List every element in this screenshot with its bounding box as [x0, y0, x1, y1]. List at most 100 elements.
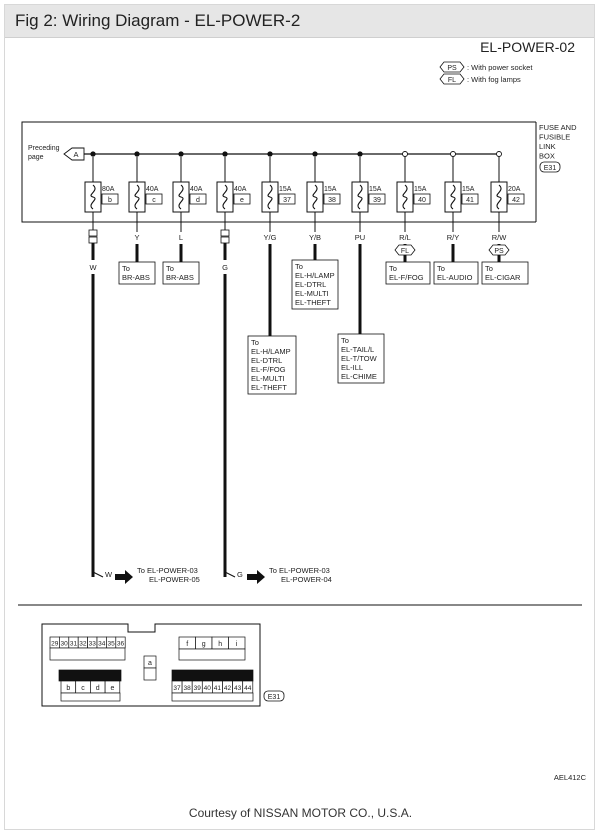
dest-box-y	[118, 261, 156, 285]
bus-junction	[402, 151, 408, 157]
noop	[92, 571, 104, 578]
connector-blank-row	[49, 647, 126, 661]
dest-box-yb-text: EL-H/LAMP	[295, 271, 335, 280]
reference-code: AEL412C	[554, 773, 587, 782]
dest-box-yg-text: EL-H/LAMP	[251, 347, 291, 356]
fuse-rating: 20A	[508, 186, 521, 193]
connector-cell-middle-blank	[143, 667, 157, 681]
connector-cell-label: c	[81, 685, 85, 692]
bus-junction	[496, 151, 502, 157]
dest-box-yb	[291, 259, 339, 310]
dest-box-pu-text: EL-CHIME	[341, 372, 377, 381]
connector-outline	[41, 623, 261, 707]
fuse-id-box	[413, 193, 431, 205]
fusible-link-mark	[88, 229, 98, 237]
connector-cell-label: a	[148, 660, 152, 667]
fuse-id-box	[323, 193, 341, 205]
connector-cell-label: d	[96, 685, 100, 692]
dest-box-rw	[481, 261, 529, 285]
connector-black-bar	[171, 669, 254, 682]
connector-blank-row	[178, 648, 246, 661]
fuse-rating: 15A	[324, 186, 337, 193]
connector-cell-label: 43	[234, 685, 242, 692]
connector-cell-label: f	[186, 641, 188, 648]
figure-title-bar: Fig 2: Wiring Diagram - EL-POWER-2	[5, 5, 594, 38]
fuse-rating: 40A	[146, 186, 159, 193]
fuse-id: 42	[512, 197, 520, 204]
connector-blank-row	[171, 692, 254, 702]
dest-box-l	[162, 261, 200, 285]
connector-cell-label: 44	[244, 685, 252, 692]
fuse-id-box	[101, 193, 119, 205]
fusible-link-mark	[220, 229, 230, 237]
fuse-rating: 80A	[102, 186, 115, 193]
dest-box-ry-text: To	[437, 264, 445, 273]
dest-box-yg-text: EL-THEFT	[251, 383, 287, 392]
fuse-element	[357, 184, 363, 210]
wire-label: R/L	[399, 233, 411, 242]
fuse-id-box	[278, 193, 296, 205]
preceding-connector-label: A	[73, 150, 78, 159]
connector-cell-label: 32	[79, 641, 87, 648]
fuse-element	[402, 184, 408, 210]
wire-label: PU	[355, 233, 365, 242]
dest-box-y-text: BR-ABS	[122, 273, 150, 282]
dest-box-pu-text: EL-TAIL/L	[341, 345, 374, 354]
connector-cell-label: 31	[70, 641, 78, 648]
connector-cell-label: 38	[183, 685, 191, 692]
fuse-id: 41	[466, 197, 474, 204]
fusible-link-mark	[220, 236, 230, 244]
connector-cell-label: 35	[107, 641, 115, 648]
fuse-element	[312, 184, 318, 210]
dest-box-ry	[433, 261, 479, 285]
fuse-element	[496, 184, 502, 210]
arrow-wire-label: G	[237, 570, 243, 579]
wire-label: Y	[134, 233, 139, 242]
fuse-box-code-badge	[539, 161, 561, 173]
fuse-id: d	[196, 197, 200, 204]
fuse-rating: 15A	[279, 186, 292, 193]
connector-cell-label: 34	[98, 641, 106, 648]
legend-mark-fl-label: FL	[448, 77, 456, 84]
footer-credit: Courtesy of NISSAN MOTOR CO., U.S.A.	[188, 806, 413, 820]
connector-code-badge	[263, 690, 285, 702]
fuse-box-code: E31	[544, 165, 557, 172]
arrow-icon	[247, 570, 265, 584]
connector-cell-label: 42	[224, 685, 232, 692]
legend-mark-ps	[439, 61, 465, 73]
arrow-icon	[115, 570, 133, 584]
bus-junction	[267, 151, 273, 157]
fuse-rating: 40A	[234, 186, 247, 193]
arrow-destination: EL-POWER-04	[281, 575, 332, 584]
bus-junction	[134, 151, 140, 157]
connector-cell-label: 29	[51, 641, 59, 648]
dest-box-pu	[337, 333, 385, 384]
sheet-title: EL-POWER-02	[480, 39, 575, 55]
fuse-box-label-line: BOX	[539, 152, 555, 161]
fuse-element	[267, 184, 273, 210]
dest-box-rw-text: EL-CIGAR	[485, 273, 521, 282]
bus-junction	[450, 151, 456, 157]
fuse-rating: 15A	[414, 186, 427, 193]
legend-mark-fl	[439, 73, 465, 85]
bus-junction	[357, 151, 363, 157]
figure-title: Fig 2: Wiring Diagram - EL-POWER-2	[15, 11, 301, 30]
fuse-id: e	[240, 197, 244, 204]
dest-box-rl-text: EL-F/FOG	[389, 273, 424, 282]
dest-box-rl	[385, 261, 431, 285]
connector-cell-label: b	[66, 685, 70, 692]
option-mark-fl	[394, 244, 416, 256]
bus-junction	[178, 151, 184, 157]
fuse-id: 37	[283, 197, 291, 204]
fuse-id: 38	[328, 197, 336, 204]
fuse-rating: 15A	[369, 186, 382, 193]
preceding-label: Preceding	[28, 145, 60, 152]
dest-box-yg-text: EL-DTRL	[251, 356, 282, 365]
legend-text-fl: : With fog lamps	[467, 75, 521, 84]
arrow-destination: EL-POWER-05	[149, 575, 200, 584]
fuse-id-box	[368, 193, 386, 205]
connector-cell-label: 36	[117, 641, 125, 648]
dest-box-rl-text: To	[389, 264, 397, 273]
connector-blank-row	[60, 692, 121, 702]
dest-box-pu-text: EL-ILL	[341, 363, 363, 372]
